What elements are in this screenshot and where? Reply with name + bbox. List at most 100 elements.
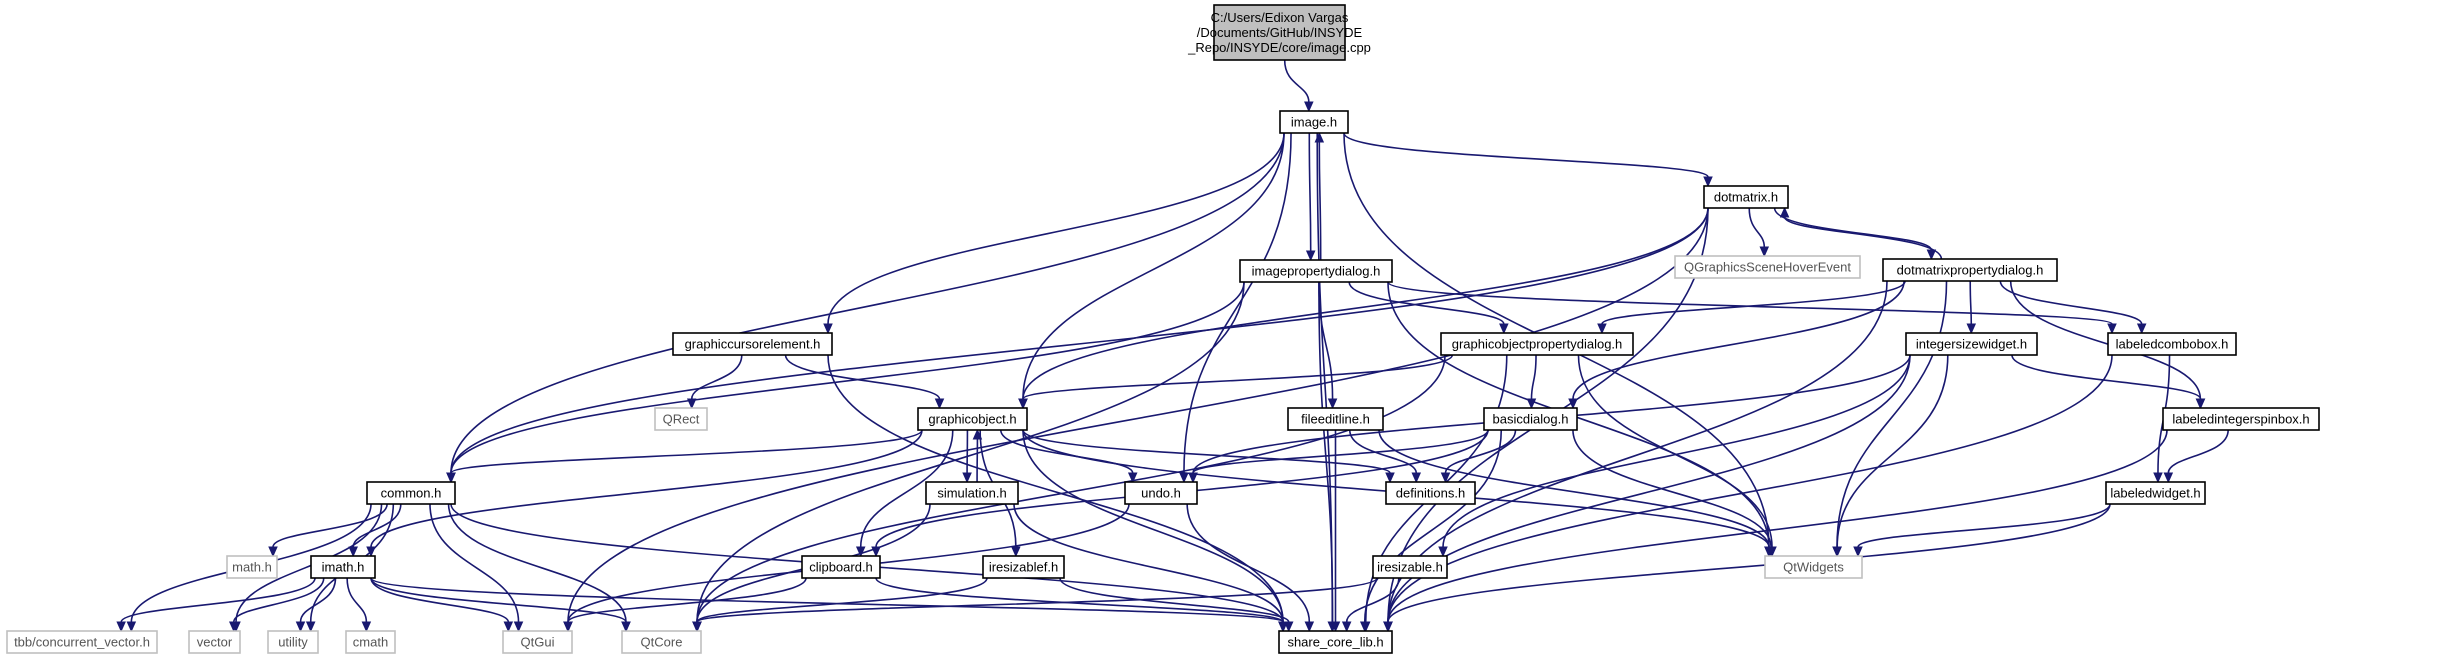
node-common-h[interactable]: common.h — [366, 481, 456, 505]
node-qrect[interactable]: QRect — [654, 407, 708, 431]
node-graphiccursorelement-h[interactable]: graphiccursorelement.h — [672, 332, 833, 356]
node-labeledintegerspinbox-h[interactable]: labeledintegerspinbox.h — [2162, 407, 2320, 431]
node-qgraphicsscenehoverevent[interactable]: QGraphicsSceneHoverEvent — [1674, 255, 1861, 279]
node-dotmatrix-h[interactable]: dotmatrix.h — [1703, 185, 1789, 209]
node-box — [1278, 630, 1393, 654]
edge-graphicobject-h-to-undo-h — [999, 429, 1138, 484]
edge-arrowhead — [268, 546, 278, 558]
edge-arrowhead — [513, 621, 524, 633]
node-fileeditline-h[interactable]: fileeditline.h — [1287, 407, 1384, 431]
edge-imath-h-to-qtgui — [370, 577, 514, 633]
node-image-h[interactable]: image.h — [1279, 110, 1349, 134]
node-box — [1674, 255, 1861, 279]
node-imagepropertydialog-h[interactable]: imagepropertydialog.h — [1239, 259, 1393, 283]
edge-line — [450, 281, 1245, 474]
node-dotmatrixpropertydialog-h[interactable]: dotmatrixpropertydialog.h — [1882, 258, 2058, 282]
edge-undo-h-to-share-core-lib-h — [1186, 503, 1315, 633]
node-math-h[interactable]: math.h — [226, 555, 278, 579]
edge-line — [450, 207, 1709, 474]
edge-line — [1308, 132, 1312, 252]
edge-arrowhead — [1411, 472, 1422, 484]
edge-line — [1748, 207, 1766, 248]
node-undo-h[interactable]: undo.h — [1124, 481, 1198, 505]
edge-arrowhead — [1305, 250, 1316, 262]
edge-graphicobject-h-to-common-h — [446, 429, 923, 484]
edge-line — [1572, 429, 1772, 548]
edge-line — [1318, 141, 1322, 261]
edge-arrowhead — [1330, 621, 1341, 633]
edge-arrowhead — [2153, 472, 2163, 484]
edge-arrowhead — [1179, 472, 1189, 484]
edge-simulation-h-to-graphicobject-h — [972, 428, 983, 483]
edge-arrowhead — [1568, 398, 1578, 410]
node-simulation-h[interactable]: simulation.h — [925, 481, 1019, 505]
edge-arrowhead — [1283, 621, 1294, 633]
edge-line — [1022, 429, 1284, 623]
edge-line — [1283, 59, 1310, 103]
node-root[interactable]: C:/Users/Edixon Vargas/Documents/GitHub/… — [1187, 4, 1371, 61]
edge-line — [450, 429, 923, 474]
node-box — [1905, 332, 2038, 356]
edge-line — [1192, 429, 1489, 474]
node-label: /Documents/GitHub/INSYDE — [1197, 25, 1363, 40]
node-basicdialog-h[interactable]: basicdialog.h — [1483, 407, 1578, 431]
edge-dotmatrixpropertydialog-h-to-graphicobjectpropertydialog-h — [1597, 280, 1906, 335]
edge-image-h-to-common-h — [446, 132, 1285, 484]
node-clipboard-h[interactable]: clipboard.h — [801, 555, 881, 579]
edge-labeledcombobox-h-to-share-core-lib-h — [1383, 354, 2113, 633]
edge-imath-h-to-share-core-lib-h — [370, 577, 1288, 633]
node-tbb-concurrent-vector-h[interactable]: tbb/concurrent_vector.h — [6, 630, 158, 654]
edge-labeledwidget-h-to-share-core-lib-h — [1383, 503, 2111, 633]
node-vector[interactable]: vector — [188, 630, 241, 654]
edge-line — [1348, 429, 1418, 474]
node-imath-h[interactable]: imath.h — [310, 555, 376, 579]
node-label: graphiccursorelement.h — [685, 337, 821, 352]
edge-arrowhead — [305, 621, 316, 633]
edge-line — [696, 281, 1245, 623]
node-labeledcombobox-h[interactable]: labeledcombobox.h — [2107, 332, 2237, 356]
node-qtcore[interactable]: QtCore — [621, 630, 702, 654]
node-label: graphicobjectpropertydialog.h — [1452, 337, 1623, 352]
node-definitions-h[interactable]: definitions.h — [1385, 481, 1476, 505]
node-label: fileeditline.h — [1301, 412, 1370, 427]
node-iresizable-h[interactable]: iresizable.h — [1372, 555, 1448, 579]
edge-arrowhead — [692, 621, 702, 633]
node-label: dotmatrixpropertydialog.h — [1897, 263, 2044, 278]
edge-graphiccursorelement-h-to-share-core-lib-h — [827, 354, 1288, 633]
node-label: iresizablef.h — [989, 560, 1058, 575]
node-integersizewidget-h[interactable]: integersizewidget.h — [1905, 332, 2038, 356]
edge-arrowhead — [1853, 546, 1863, 558]
edge-arrowhead — [1499, 323, 1509, 335]
edge-arrowhead — [229, 621, 239, 633]
node-box — [502, 630, 573, 654]
node-graphicobjectpropertydialog-h[interactable]: graphicobjectpropertydialog.h — [1440, 332, 1634, 356]
edge-common-h-to-qtgui — [429, 503, 524, 633]
edge-arrowhead — [2195, 398, 2206, 410]
edge-arrowhead — [1304, 621, 1315, 633]
edge-line — [1343, 132, 1709, 178]
node-label: cmath — [353, 635, 388, 650]
node-labeledwidget-h[interactable]: labeledwidget.h — [2105, 481, 2206, 505]
edge-arrowhead — [2136, 323, 2147, 335]
edge-arrowhead — [116, 621, 126, 633]
node-label: graphicobject.h — [928, 412, 1016, 427]
node-qtgui[interactable]: QtGui — [502, 630, 573, 654]
node-utility[interactable]: utility — [267, 630, 319, 654]
node-box — [982, 555, 1065, 579]
edge-line — [1773, 207, 1933, 251]
edge-image-h-to-dotmatrix-h — [1343, 132, 1713, 188]
node-box — [366, 481, 456, 505]
node-share-core-lib-h[interactable]: share_core_lib.h — [1278, 630, 1393, 654]
edge-graphicobject-h-to-definitions-h — [1022, 429, 1395, 484]
edge-imath-h-to-cmath — [346, 577, 372, 633]
edge-line — [1444, 429, 1517, 474]
edge-iresizable-h-to-share-core-lib-h — [1341, 577, 1400, 633]
node-qtwidgets[interactable]: QtWidgets — [1764, 555, 1863, 579]
node-iresizablef-h[interactable]: iresizablef.h — [982, 555, 1065, 579]
edge-arrowhead — [1440, 472, 1451, 484]
node-cmath[interactable]: cmath — [345, 630, 396, 654]
node-label: labeledintegerspinbox.h — [2172, 412, 2309, 427]
node-graphicobject-h[interactable]: graphicobject.h — [917, 407, 1028, 431]
edge-line — [784, 354, 941, 400]
node-label: _Repo/INSYDE/core/image.cpp — [1187, 40, 1371, 55]
